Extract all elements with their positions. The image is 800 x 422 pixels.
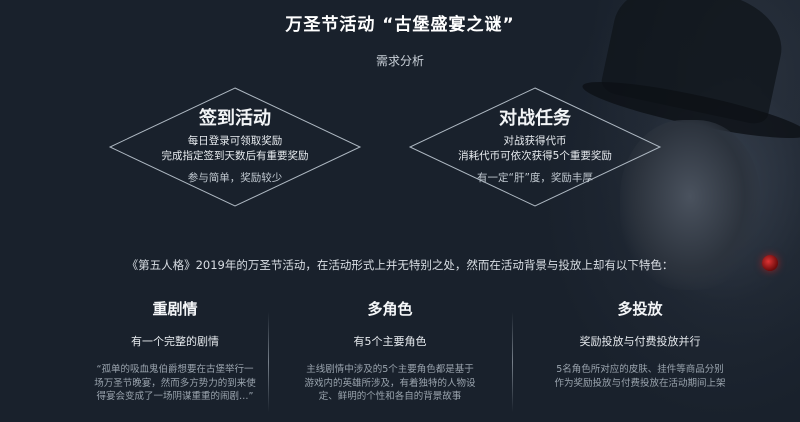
- feature-story: 重剧情 有一个完整的剧情 “孤单的吸血鬼伯爵想要在古堡举行一 场万圣节晚宴，然而…: [75, 298, 275, 404]
- feature-characters-desc: 主线剧情中涉及的5个主要角色都是基于 游戏内的英雄所涉及，有着独特的人物设 定、…: [304, 364, 476, 402]
- feature-characters-sub: 有5个主要角色: [353, 335, 427, 348]
- feature-distribution: 多投放 奖励投放与付费投放并行 5名角色所对应的皮肤、挂件等商品分别 作为奖励投…: [540, 298, 740, 390]
- signin-diamond-frame: [108, 87, 362, 207]
- battle-task-card-line-2: 消耗代币可依次获得5个重要奖励: [458, 150, 612, 162]
- page-title: 万圣节活动 “古堡盛宴之谜”: [285, 15, 515, 35]
- battle-task-diamond-frame: [408, 87, 662, 207]
- battle-task-card: 对战任务 对战获得代币 消耗代币可依次获得5个重要奖励 有一定“肝”度，奖励丰厚: [405, 82, 665, 212]
- battle-task-card-line-1: 对战获得代币: [503, 135, 567, 147]
- feature-distribution-desc: 5名角色所对应的皮肤、挂件等商品分别 作为奖励投放与付费投放在活动期间上架: [554, 364, 726, 389]
- signin-card-line-1: 每日登录可领取奖励: [187, 135, 283, 147]
- feature-story-heading: 重剧情: [152, 300, 198, 318]
- feature-distribution-sub: 奖励投放与付费投放并行: [579, 335, 701, 348]
- feature-story-sub: 有一个完整的剧情: [131, 335, 219, 348]
- signin-card-heading: 签到活动: [199, 108, 271, 129]
- intro-text: 《第五人格》2019年的万圣节活动，在活动形式上并无特别之处，然而在活动背景与投…: [126, 258, 674, 272]
- feature-distribution-heading: 多投放: [617, 300, 663, 318]
- feature-characters-heading: 多角色: [367, 300, 413, 318]
- character-face: [620, 120, 760, 290]
- column-divider-1: [268, 312, 269, 412]
- red-gem-decoration: [762, 255, 778, 271]
- feature-story-desc: “孤单的吸血鬼伯爵想要在古堡举行一 场万圣节晚宴，然而多方势力的到来使 得宴会变…: [94, 364, 256, 402]
- column-divider-2: [512, 312, 513, 412]
- page-subtitle: 需求分析: [375, 54, 424, 68]
- battle-task-card-heading: 对战任务: [499, 108, 571, 129]
- background-character-art: [540, 0, 800, 422]
- signin-card: 签到活动 每日登录可领取奖励 完成指定签到天数后有重要奖励 参与简单，奖励较少: [105, 82, 365, 212]
- feature-characters: 多角色 有5个主要角色 主线剧情中涉及的5个主要角色都是基于 游戏内的英雄所涉及…: [290, 298, 490, 404]
- signin-card-line-2: 完成指定签到天数后有重要奖励: [161, 150, 309, 162]
- battle-task-card-note: 有一定“肝”度，奖励丰厚: [477, 172, 593, 184]
- signin-card-note: 参与简单，奖励较少: [187, 172, 283, 184]
